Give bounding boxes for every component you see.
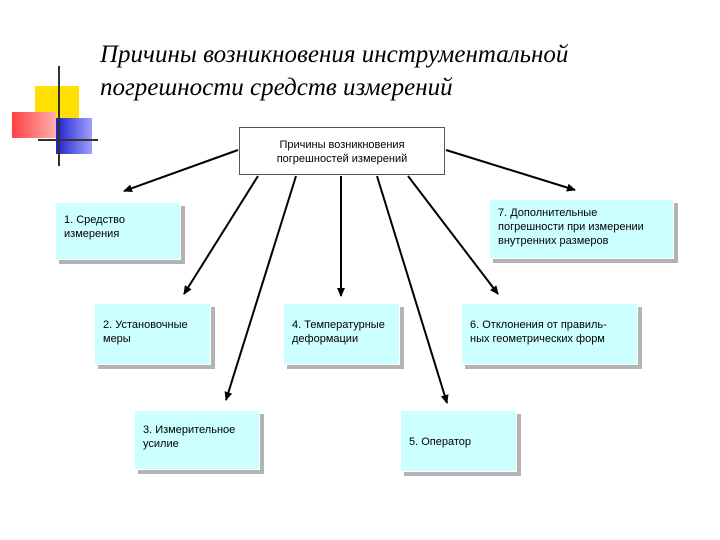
- node-5-line-1: 5. Оператор: [409, 436, 472, 448]
- node-1-measuring-instrument: 1. Средство измерения: [55, 202, 181, 260]
- node-1-line-1: 1. Средство: [64, 214, 125, 226]
- deco-red-square: [12, 112, 56, 138]
- node-7-line-2: погрешности при измерении: [498, 221, 644, 233]
- page-title: Причины возникновения инструментальной п…: [100, 38, 700, 104]
- node-7-line-1: 7. Дополнительные: [498, 207, 598, 219]
- arrow-to-node-2: [183, 175, 259, 295]
- node-6-line-1: 6. Отклонения от правиль-: [470, 319, 607, 331]
- root-node-line-2: погрешностей измерений: [276, 153, 408, 165]
- node-3-line-1: 3. Измерительное: [143, 424, 236, 436]
- deco-horizontal-line: [38, 139, 98, 141]
- root-node: Причины возникновения погрешностей измер…: [239, 127, 445, 175]
- arrow-to-node-6: [407, 175, 499, 295]
- node-3-line-2: усилие: [143, 438, 179, 450]
- node-6-form-deviations: 6. Отклонения от правиль- ных геометриче…: [461, 303, 638, 365]
- root-node-line-1: Причины возникновения: [279, 139, 405, 151]
- arrow-to-node-7: [445, 149, 576, 192]
- arrow-to-node-1: [123, 149, 239, 193]
- node-2-line-2: меры: [103, 333, 131, 345]
- page-title-line-1: Причины возникновения инструментальной: [100, 41, 569, 68]
- node-3-measuring-force: 3. Измерительное усилие: [134, 410, 260, 470]
- node-1-line-2: измерения: [64, 228, 120, 240]
- node-4-line-1: 4. Температурные: [292, 319, 385, 331]
- node-4-line-2: деформации: [292, 333, 359, 345]
- deco-blue-square: [56, 118, 92, 154]
- node-7-line-3: внутренних размеров: [498, 235, 609, 247]
- node-2-line-1: 2. Установочные: [103, 319, 188, 331]
- arrow-to-node-3: [224, 175, 297, 401]
- arrow-to-node-5: [376, 175, 449, 404]
- node-6-line-2: ных геометрических форм: [470, 333, 605, 345]
- node-2-setting-measures: 2. Установочные меры: [94, 303, 211, 365]
- node-4-temperature-deformations: 4. Температурные деформации: [283, 303, 400, 365]
- page-title-line-2: погрешности средств измерений: [100, 74, 453, 101]
- deco-vertical-line: [58, 66, 60, 166]
- node-5-operator: 5. Оператор: [400, 410, 517, 472]
- node-7-additional-errors: 7. Дополнительные погрешности при измере…: [489, 199, 674, 259]
